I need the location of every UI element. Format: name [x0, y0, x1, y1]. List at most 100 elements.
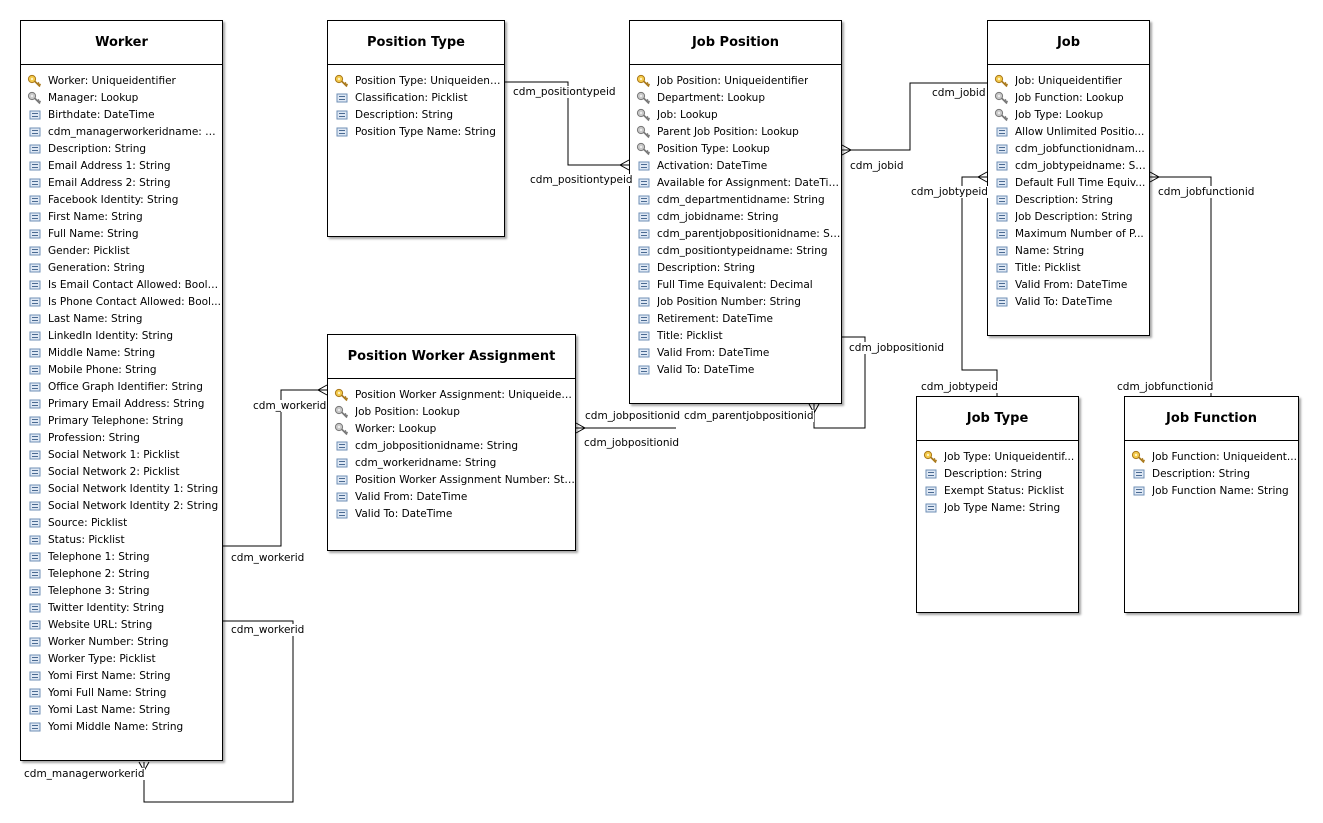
attribute-row[interactable]: Description: String: [630, 259, 841, 276]
attribute-row[interactable]: Position Type: Lookup: [630, 140, 841, 157]
attribute-row[interactable]: Email Address 2: String: [21, 174, 222, 191]
attribute-row[interactable]: Worker: Lookup: [328, 420, 575, 437]
attribute-row[interactable]: Available for Assignment: DateTime: [630, 174, 841, 191]
attribute-row[interactable]: Yomi Last Name: String: [21, 701, 222, 718]
attribute-row[interactable]: Social Network 1: Picklist: [21, 446, 222, 463]
attribute-row[interactable]: Description: String: [917, 465, 1078, 482]
attribute-row[interactable]: Generation: String: [21, 259, 222, 276]
attribute-row[interactable]: Manager: Lookup: [21, 89, 222, 106]
attribute-row[interactable]: Job Function Name: String: [1125, 482, 1298, 499]
attribute-row[interactable]: Exempt Status: Picklist: [917, 482, 1078, 499]
entity-job-type[interactable]: Job Type Job Type: Uniqueidentif...Descr…: [916, 396, 1079, 613]
attribute-row[interactable]: Worker Number: String: [21, 633, 222, 650]
entity-position-worker-assignment[interactable]: Position Worker Assignment Position Work…: [327, 334, 576, 551]
attribute-row[interactable]: cdm_jobtypeidname: St...: [988, 157, 1149, 174]
attribute-row[interactable]: Email Address 1: String: [21, 157, 222, 174]
attribute-row[interactable]: Valid To: DateTime: [328, 505, 575, 522]
attribute-row[interactable]: Is Email Contact Allowed: Boole...: [21, 276, 222, 293]
attribute-row[interactable]: Job: Uniqueidentifier: [988, 72, 1149, 89]
attribute-row[interactable]: Parent Job Position: Lookup: [630, 123, 841, 140]
attribute-row[interactable]: Job Description: String: [988, 208, 1149, 225]
attribute-row[interactable]: Job Position: Lookup: [328, 403, 575, 420]
attribute-row[interactable]: Social Network Identity 1: String: [21, 480, 222, 497]
attribute-row[interactable]: Valid From: DateTime: [328, 488, 575, 505]
entity-position-type[interactable]: Position Type Position Type: Uniqueident…: [327, 20, 505, 237]
entity-job-function[interactable]: Job Function Job Function: Uniqueident..…: [1124, 396, 1299, 613]
attribute-row[interactable]: First Name: String: [21, 208, 222, 225]
attribute-row[interactable]: Job Function: Lookup: [988, 89, 1149, 106]
attribute-row[interactable]: Name: String: [988, 242, 1149, 259]
attribute-row[interactable]: Yomi Full Name: String: [21, 684, 222, 701]
attribute-row[interactable]: Last Name: String: [21, 310, 222, 327]
attribute-row[interactable]: Default Full Time Equiv...: [988, 174, 1149, 191]
attribute-row[interactable]: Gender: Picklist: [21, 242, 222, 259]
field-icon: [994, 227, 1010, 241]
attribute-row[interactable]: Job Type: Lookup: [988, 106, 1149, 123]
attribute-row[interactable]: Social Network Identity 2: String: [21, 497, 222, 514]
attribute-row[interactable]: cdm_parentjobpositionidname: St...: [630, 225, 841, 242]
attribute-row[interactable]: Primary Email Address: String: [21, 395, 222, 412]
attribute-row[interactable]: Office Graph Identifier: String: [21, 378, 222, 395]
attribute-row[interactable]: Description: String: [21, 140, 222, 157]
attribute-row[interactable]: Valid To: DateTime: [630, 361, 841, 378]
attribute-row[interactable]: Retirement: DateTime: [630, 310, 841, 327]
attribute-label: Allow Unlimited Positio...: [1015, 125, 1145, 138]
attribute-row[interactable]: Primary Telephone: String: [21, 412, 222, 429]
attribute-row[interactable]: Job Function: Uniqueident...: [1125, 448, 1298, 465]
attribute-row[interactable]: Full Time Equivalent: Decimal: [630, 276, 841, 293]
attribute-row[interactable]: cdm_jobfunctionidnam...: [988, 140, 1149, 157]
attribute-row[interactable]: Twitter Identity: String: [21, 599, 222, 616]
attribute-row[interactable]: Social Network 2: Picklist: [21, 463, 222, 480]
attribute-row[interactable]: Position Type: Uniqueident...: [328, 72, 504, 89]
attribute-row[interactable]: Department: Lookup: [630, 89, 841, 106]
attribute-row[interactable]: Description: String: [1125, 465, 1298, 482]
attribute-row[interactable]: Yomi First Name: String: [21, 667, 222, 684]
attribute-row[interactable]: Birthdate: DateTime: [21, 106, 222, 123]
attribute-row[interactable]: cdm_workeridname: String: [328, 454, 575, 471]
attribute-row[interactable]: Mobile Phone: String: [21, 361, 222, 378]
attribute-row[interactable]: Profession: String: [21, 429, 222, 446]
attribute-row[interactable]: Status: Picklist: [21, 531, 222, 548]
attribute-row[interactable]: Description: String: [328, 106, 504, 123]
attribute-row[interactable]: cdm_managerworkeridname: St...: [21, 123, 222, 140]
attribute-row[interactable]: Middle Name: String: [21, 344, 222, 361]
attribute-row[interactable]: Position Worker Assignment: Uniqueident.…: [328, 386, 575, 403]
attribute-row[interactable]: Full Name: String: [21, 225, 222, 242]
attribute-row[interactable]: Job Type Name: String: [917, 499, 1078, 516]
attribute-row[interactable]: Valid To: DateTime: [988, 293, 1149, 310]
attribute-row[interactable]: Worker Type: Picklist: [21, 650, 222, 667]
attribute-row[interactable]: Activation: DateTime: [630, 157, 841, 174]
attribute-row[interactable]: cdm_positiontypeidname: String: [630, 242, 841, 259]
attribute-row[interactable]: Valid From: DateTime: [988, 276, 1149, 293]
attribute-row[interactable]: cdm_jobidname: String: [630, 208, 841, 225]
attribute-row[interactable]: Allow Unlimited Positio...: [988, 123, 1149, 140]
attribute-label: Job Function: Uniqueident...: [1152, 450, 1297, 463]
attribute-row[interactable]: Telephone 1: String: [21, 548, 222, 565]
attribute-row[interactable]: Position Worker Assignment Number: Stri.…: [328, 471, 575, 488]
attribute-row[interactable]: Description: String: [988, 191, 1149, 208]
entity-job-position[interactable]: Job Position Job Position: Uniqueidentif…: [629, 20, 842, 404]
attribute-row[interactable]: Job Type: Uniqueidentif...: [917, 448, 1078, 465]
attribute-row[interactable]: Valid From: DateTime: [630, 344, 841, 361]
attribute-row[interactable]: Job Position Number: String: [630, 293, 841, 310]
attribute-row[interactable]: LinkedIn Identity: String: [21, 327, 222, 344]
attribute-row[interactable]: Position Type Name: String: [328, 123, 504, 140]
attribute-row[interactable]: Job Position: Uniqueidentifier: [630, 72, 841, 89]
attribute-row[interactable]: Worker: Uniqueidentifier: [21, 72, 222, 89]
attribute-row[interactable]: Maximum Number of P...: [988, 225, 1149, 242]
attribute-row[interactable]: Is Phone Contact Allowed: Bool...: [21, 293, 222, 310]
attribute-row[interactable]: cdm_jobpositionidname: String: [328, 437, 575, 454]
attribute-row[interactable]: Website URL: String: [21, 616, 222, 633]
attribute-row[interactable]: Title: Picklist: [630, 327, 841, 344]
attribute-row[interactable]: Classification: Picklist: [328, 89, 504, 106]
attribute-row[interactable]: Source: Picklist: [21, 514, 222, 531]
attribute-row[interactable]: Facebook Identity: String: [21, 191, 222, 208]
attribute-row[interactable]: Telephone 3: String: [21, 582, 222, 599]
attribute-row[interactable]: Job: Lookup: [630, 106, 841, 123]
attribute-row[interactable]: Telephone 2: String: [21, 565, 222, 582]
attribute-row[interactable]: Yomi Middle Name: String: [21, 718, 222, 735]
attribute-row[interactable]: Title: Picklist: [988, 259, 1149, 276]
attribute-row[interactable]: cdm_departmentidname: String: [630, 191, 841, 208]
